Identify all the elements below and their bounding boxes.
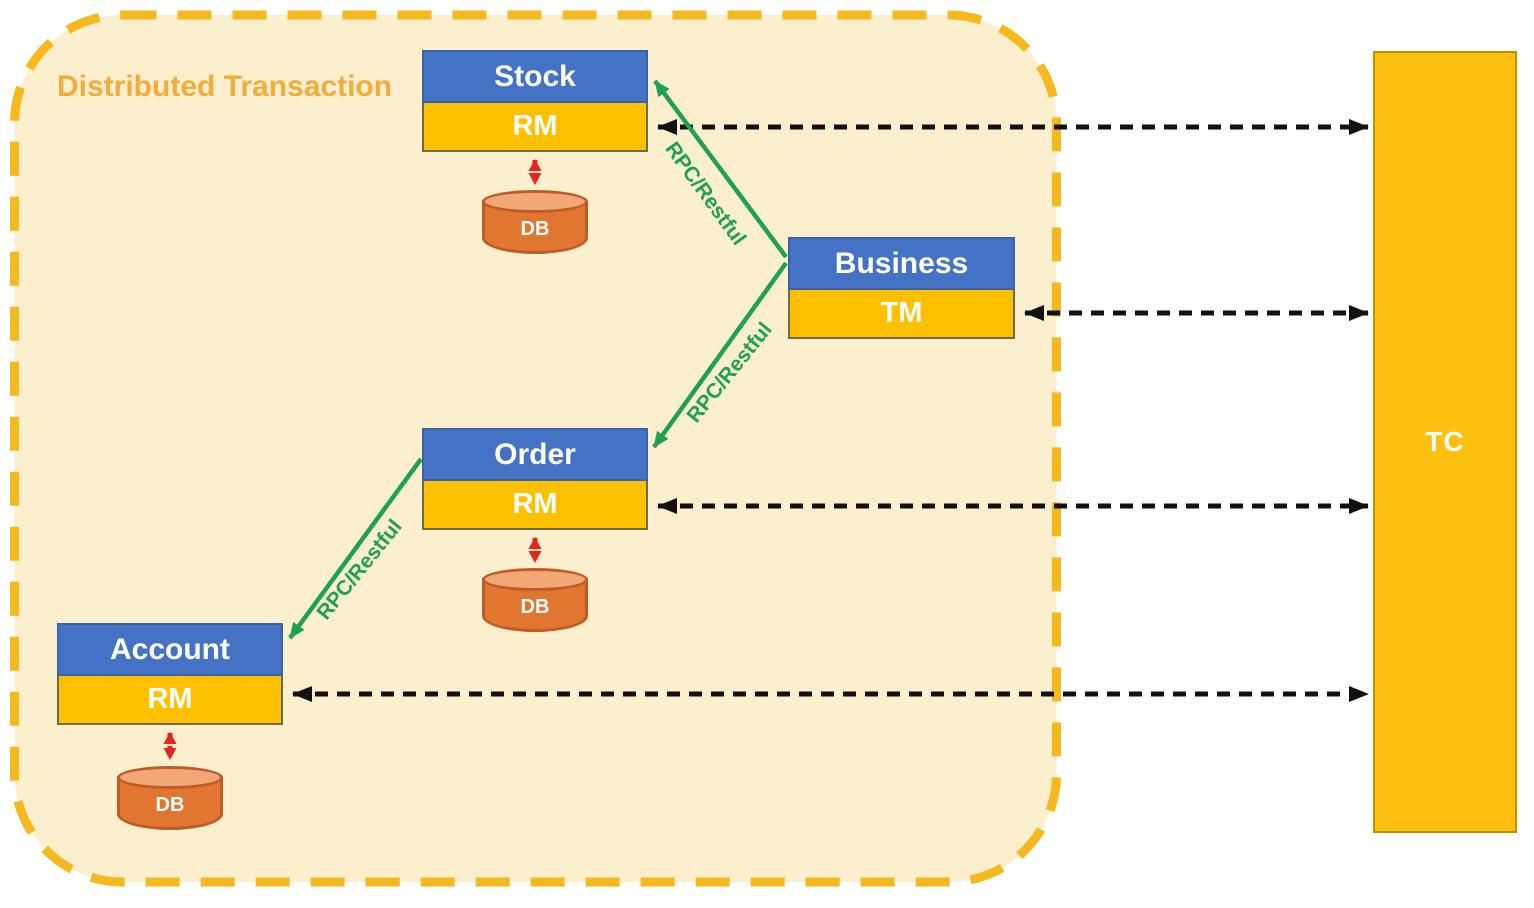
service-business-name: Business: [788, 237, 1015, 290]
stock-db-label: DB: [520, 218, 550, 240]
rm-db-arrows: [163, 159, 542, 760]
account-db-label: DB: [155, 794, 185, 816]
order-db-cylinder: DB: [482, 568, 588, 632]
service-account-role: RM: [57, 676, 283, 725]
service-stock-role: RM: [422, 103, 648, 152]
service-order-name: Order: [422, 428, 648, 481]
order-account-arrow: [288, 457, 423, 640]
order-db-label: DB: [520, 596, 550, 618]
service-order-role: RM: [422, 481, 648, 530]
transaction-coordinator-label: TC: [1425, 426, 1465, 457]
service-stock-name: Stock: [422, 50, 648, 103]
db-cylinder-top: [117, 766, 223, 789]
service-business: Business TM: [788, 237, 1015, 339]
rpc-arrows: [288, 79, 788, 640]
diagram-title: Distributed Transaction: [57, 70, 393, 103]
business-order-arrow: [652, 261, 788, 449]
tc-link-arrows: [292, 119, 1369, 702]
service-stock: Stock RM: [422, 50, 648, 152]
account-db-cylinder: DB: [117, 766, 223, 830]
db-cylinder-top: [482, 568, 588, 591]
service-order: Order RM: [422, 428, 648, 530]
stock-db-cylinder: DB: [482, 190, 588, 254]
service-account-name: Account: [57, 623, 283, 676]
business-stock-arrow: [653, 79, 788, 259]
service-account: Account RM: [57, 623, 283, 725]
transaction-coordinator-box: TC: [1373, 51, 1517, 833]
service-business-role: TM: [788, 290, 1015, 339]
db-cylinder-top: [482, 190, 588, 213]
